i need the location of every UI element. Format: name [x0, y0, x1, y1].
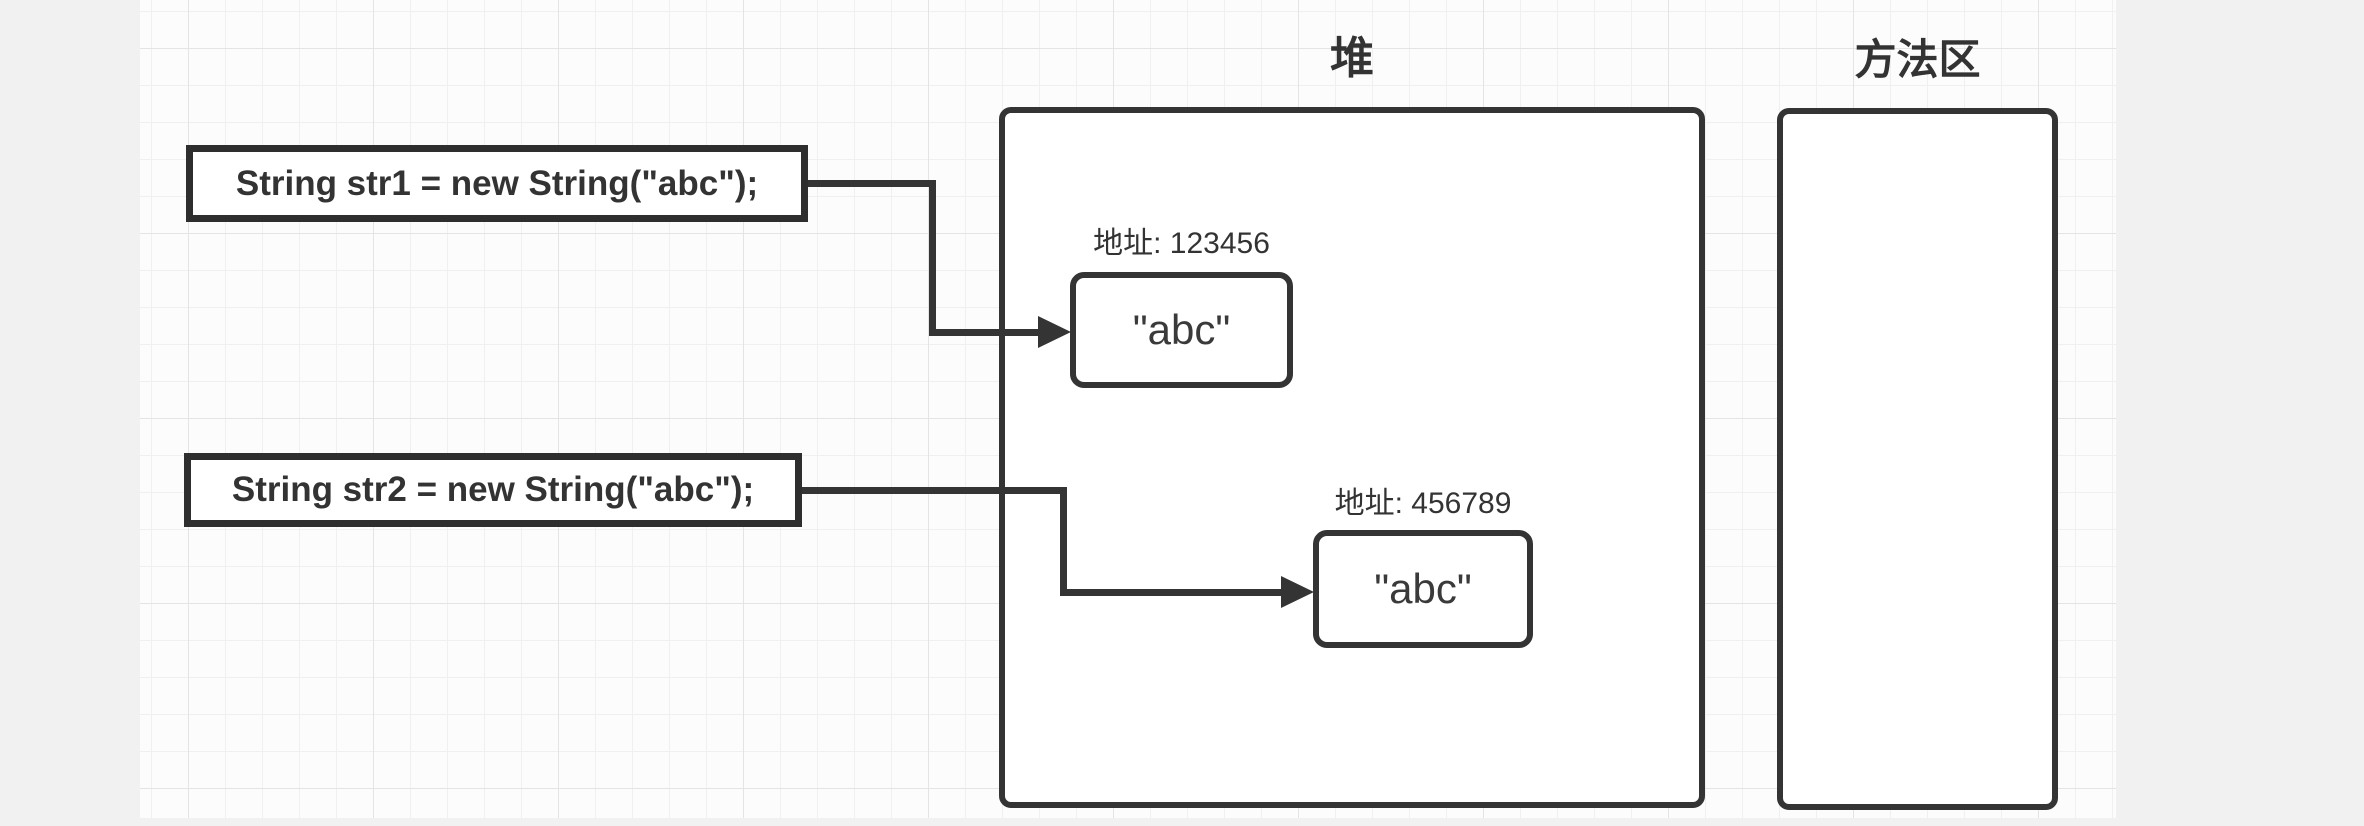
- heap-object-1-value: "abc": [1132, 306, 1231, 353]
- arrow-str2-segment-3: [1060, 589, 1283, 596]
- arrow-str2-head-icon: [1281, 576, 1314, 608]
- arrow-str1-head-icon: [1038, 316, 1071, 348]
- arrow-str1-segment-3: [929, 329, 1042, 336]
- arrow-str1-segment-2: [929, 180, 936, 336]
- heap-object-1-box[interactable]: "abc": [1070, 272, 1293, 388]
- heap-object-2-address-label: 地址: 456789: [1334, 487, 1512, 520]
- heap-object-2-box[interactable]: "abc": [1313, 530, 1533, 648]
- heap-object-1-address-label: 地址: 123456: [1093, 227, 1270, 260]
- code-box-str2-label: String str2 = new String("abc");: [231, 470, 755, 509]
- method-area-box[interactable]: [1777, 108, 2058, 810]
- code-box-str1[interactable]: String str1 = new String("abc");: [186, 145, 808, 222]
- heap-box[interactable]: [999, 107, 1705, 808]
- code-box-str1-label: String str1 = new String("abc");: [235, 163, 759, 203]
- heap-object-2-value: "abc": [1374, 565, 1472, 612]
- arrow-str1-segment-1: [808, 180, 936, 187]
- arrow-str2-segment-1: [802, 487, 1067, 494]
- code-box-str2[interactable]: String str2 = new String("abc");: [184, 453, 802, 527]
- heap-title: 堆: [1330, 34, 1374, 83]
- arrow-str2-segment-2: [1060, 487, 1067, 596]
- method-area-title: 方法区: [1854, 36, 1981, 83]
